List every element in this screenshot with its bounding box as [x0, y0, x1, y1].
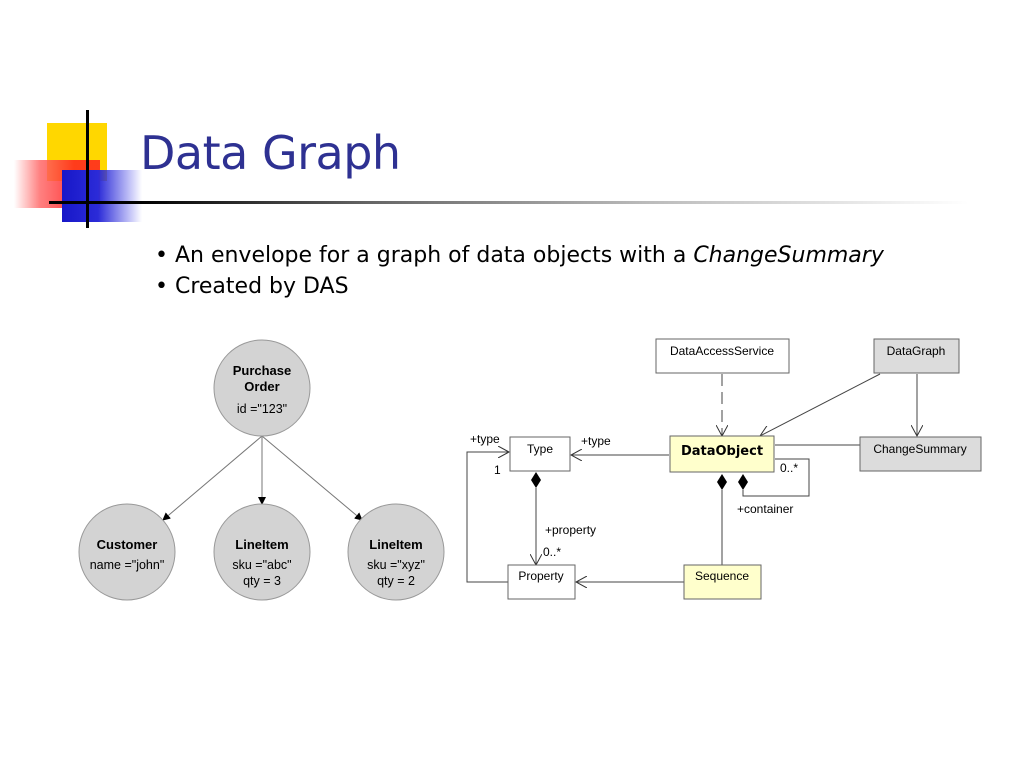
node-attribute: sku ="abc"	[232, 558, 291, 572]
role-label: +type	[470, 432, 500, 446]
bullet-text: • Created by DAS	[155, 274, 349, 299]
node-attribute: id ="123"	[237, 402, 287, 416]
node-title: LineItem	[235, 537, 288, 552]
multiplicity-label: 1	[494, 463, 501, 477]
node-attribute: name ="john"	[90, 558, 165, 572]
graph-edge	[261, 435, 363, 521]
title-decoration-blue-square	[62, 170, 142, 222]
class-label: DataGraph	[887, 344, 946, 358]
node-title: Purchase	[233, 363, 292, 378]
class-property: Property	[507, 564, 576, 600]
class-label: Type	[527, 442, 553, 456]
class-label: ChangeSummary	[873, 442, 966, 456]
class-label: Property	[518, 569, 563, 583]
node-attribute: sku ="xyz"	[367, 558, 425, 572]
multiplicity-label: 0..*	[780, 461, 798, 475]
uml-diagram: DataAccessService DataGraph Type DataObj…	[466, 338, 982, 600]
bullet-text: • An envelope for a graph of data object…	[155, 243, 694, 268]
class-dataaccessservice: DataAccessService	[655, 338, 790, 374]
graph-edge	[162, 435, 263, 521]
lineitem-node: LineItem sku ="xyz" qty = 2	[347, 503, 445, 601]
title-decoration-vertical-line	[86, 110, 89, 228]
node-attribute: qty = 3	[243, 574, 281, 588]
node-title: Customer	[97, 537, 158, 552]
association-datagraph-dataobject	[760, 373, 881, 436]
node-title: Order	[244, 379, 279, 394]
purchase-order-node: Purchase Order id ="123"	[213, 339, 311, 437]
composition-diamond-icon	[717, 474, 727, 490]
role-label: +container	[737, 502, 793, 516]
title-underline	[49, 201, 969, 204]
bullet-item: • Created by DAS	[155, 271, 884, 302]
node-title: LineItem	[369, 537, 422, 552]
bullet-item: • An envelope for a graph of data object…	[155, 240, 884, 271]
object-graph: Purchase Order id ="123" Customer name =…	[78, 339, 445, 601]
class-label: Sequence	[695, 569, 749, 583]
role-label: +type	[581, 434, 611, 448]
class-label: DataObject	[681, 444, 763, 459]
association-property-type	[466, 452, 509, 583]
composition-diamond-icon	[531, 472, 541, 488]
customer-node: Customer name ="john"	[78, 503, 176, 601]
node-attribute: qty = 2	[377, 574, 415, 588]
composition-diamond-icon	[738, 474, 748, 490]
class-changesummary: ChangeSummary	[859, 436, 982, 472]
class-type: Type	[509, 436, 571, 472]
class-dataobject: DataObject	[669, 435, 775, 473]
lineitem-node: LineItem sku ="abc" qty = 3	[213, 503, 311, 601]
composition-container	[742, 458, 810, 497]
class-label: DataAccessService	[670, 344, 774, 358]
role-label: +property	[545, 523, 596, 537]
slide-title: Data Graph	[140, 126, 401, 180]
class-datagraph: DataGraph	[873, 338, 960, 374]
bullet-emphasis: ChangeSummary	[693, 243, 884, 268]
multiplicity-label: 0..*	[543, 545, 561, 559]
class-sequence: Sequence	[683, 564, 762, 600]
bullet-list: • An envelope for a graph of data object…	[155, 240, 884, 302]
